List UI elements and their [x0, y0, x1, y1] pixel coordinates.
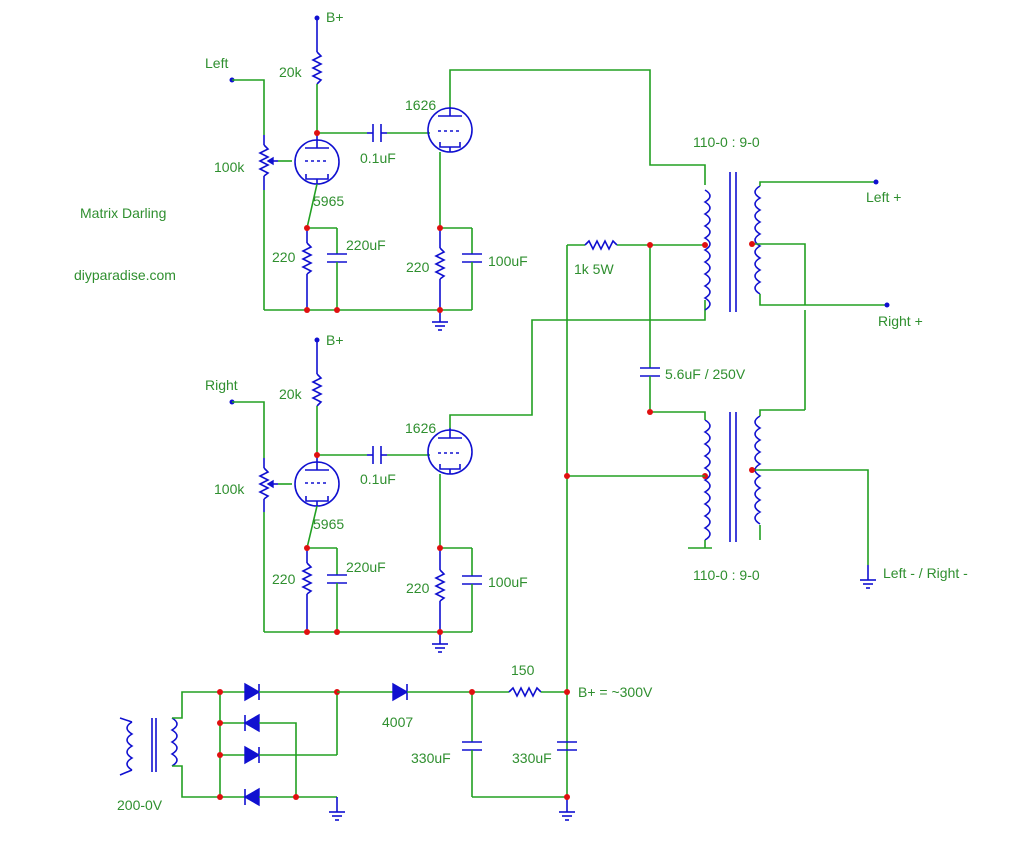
150-resistor [508, 686, 542, 698]
left-220-resistor-a [301, 228, 313, 310]
c330b-label: 330uF [512, 750, 552, 766]
r20k-bot-label: 20k [279, 386, 303, 402]
right-20k-resistor [311, 340, 323, 407]
c100-top-label: 100uF [488, 253, 528, 269]
left-input-wire [232, 79, 265, 135]
cap01-top-label: 0.1uF [360, 150, 396, 166]
bottom-output-transformer [703, 412, 762, 542]
left-channel-stage [229, 15, 706, 331]
right-1626-plate-wire [449, 300, 706, 428]
c100-bot-label: 100uF [488, 574, 528, 590]
r220b-top-label: 220 [406, 259, 430, 275]
c220-bot-label: 220uF [346, 559, 386, 575]
left-220-resistor-b [434, 228, 446, 310]
cap01-bot-label: 0.1uF [360, 471, 396, 487]
supply-ground-symbol [559, 797, 575, 821]
c330a-label: 330uF [411, 750, 451, 766]
right-input-label: Right [205, 377, 238, 393]
tube1626-bot-label: 1626 [405, 420, 436, 436]
left-1626-plate-wire [449, 69, 706, 185]
330uf-capacitor-a [462, 692, 482, 797]
title-label: Matrix Darling [80, 205, 166, 221]
5-6uf-capacitor [640, 367, 660, 377]
right-1626-tube [427, 428, 473, 475]
right-100uf-capacitor [462, 548, 482, 632]
r20k-top-label: 20k [279, 64, 303, 80]
right-channel-stage [229, 300, 706, 653]
tube5965-top-label: 5965 [313, 193, 344, 209]
left-plus-terminal [873, 179, 879, 185]
right-plus-label: Right + [878, 313, 923, 329]
bplus-top-label: B+ [326, 9, 344, 25]
mains-label: 200-0V [117, 797, 163, 813]
right-220-resistor-a [301, 548, 313, 632]
right-5965-tube [294, 455, 340, 507]
pot-bot-label: 100k [214, 481, 245, 497]
bplus-supply-label: B+ = ~300V [578, 684, 653, 700]
r220a-top-label: 220 [272, 249, 296, 265]
r150-label: 150 [511, 662, 535, 678]
output-ground-symbol [860, 565, 876, 589]
c220-top-label: 220uF [346, 237, 386, 253]
right-ground-symbol [432, 632, 448, 653]
left-cathode-wire [306, 183, 318, 229]
left-plus-label: Left + [866, 189, 901, 205]
left-coupling-capacitor [367, 124, 387, 142]
left-right-minus-label: Left - / Right - [883, 565, 968, 581]
c56-label: 5.6uF / 250V [665, 366, 746, 382]
pot-top-label: 100k [214, 159, 245, 175]
right-220uf-capacitor [327, 548, 347, 632]
top-output-transformer [703, 172, 762, 312]
xfmr-top-label: 110-0 : 9-0 [693, 134, 760, 150]
left-volume-pot [258, 135, 278, 190]
tube5965-bot-label: 5965 [313, 516, 344, 532]
website-label: diyparadise.com [74, 267, 176, 283]
bridge-rectifier [220, 682, 337, 807]
right-volume-pot [258, 458, 278, 512]
330uf-capacitor-b [557, 741, 577, 751]
bplus-mid-label: B+ [326, 332, 344, 348]
left-100uf-capacitor [462, 228, 482, 310]
power-transformer [119, 717, 178, 776]
r1k-label: 1k 5W [574, 261, 614, 277]
right-220-resistor-b [434, 548, 446, 632]
right-plus-terminal [884, 302, 890, 308]
4007-diode [392, 682, 409, 702]
xfmr-bot-label: 110-0 : 9-0 [693, 567, 760, 583]
left-1626-tube [427, 107, 473, 153]
diode-4007-label: 4007 [382, 714, 413, 730]
psu-ground-symbol [329, 797, 345, 821]
1k-5w-resistor [567, 239, 705, 251]
r220b-bot-label: 220 [406, 580, 430, 596]
left-input-label: Left [205, 55, 228, 71]
right-coupling-capacitor [367, 446, 387, 464]
tube1626-top-label: 1626 [405, 97, 436, 113]
r220a-bot-label: 220 [272, 571, 296, 587]
left-ground-symbol [432, 310, 448, 331]
left-5965-tube [294, 133, 340, 185]
left-20k-resistor [311, 18, 323, 85]
left-220uf-capacitor [327, 228, 347, 310]
